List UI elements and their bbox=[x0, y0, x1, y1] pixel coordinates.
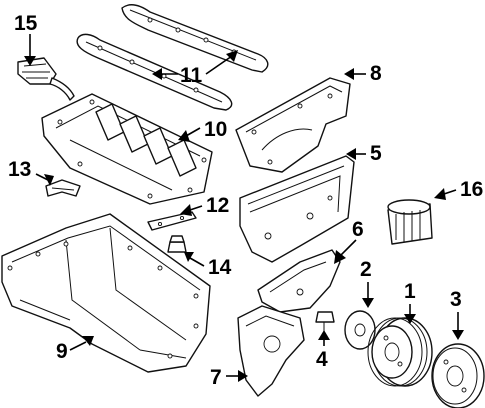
svg-text:5: 5 bbox=[370, 142, 382, 165]
svg-text:9: 9 bbox=[56, 340, 68, 363]
callout-10[interactable]: 10 bbox=[178, 118, 227, 142]
timing-cover-upper-part bbox=[235, 77, 351, 173]
callout-16[interactable]: 16 bbox=[434, 178, 483, 201]
svg-text:16: 16 bbox=[460, 178, 483, 201]
callout-13[interactable]: 13 bbox=[8, 158, 54, 186]
callout-12[interactable]: 12 bbox=[180, 194, 229, 217]
callout-6[interactable]: 6 bbox=[334, 218, 364, 264]
oil-pan-part bbox=[1, 213, 211, 373]
oil-filter-part bbox=[387, 199, 433, 245]
svg-text:6: 6 bbox=[352, 218, 364, 241]
oil-pickup-part bbox=[17, 57, 75, 101]
callout-15[interactable]: 15 bbox=[14, 12, 38, 66]
bolt-part bbox=[315, 311, 335, 332]
drain-plug-part bbox=[167, 235, 187, 253]
svg-text:7: 7 bbox=[210, 366, 222, 389]
timing-cover-lower-part bbox=[257, 249, 341, 313]
oil-pan-baffle-part bbox=[41, 93, 213, 205]
callout-8[interactable]: 8 bbox=[344, 62, 382, 85]
callout-1[interactable]: 1 bbox=[404, 280, 416, 324]
callout-3[interactable]: 3 bbox=[450, 288, 464, 340]
timing-cover-middle-part bbox=[239, 155, 355, 263]
svg-text:3: 3 bbox=[450, 288, 462, 311]
sprocket-plate-part bbox=[344, 310, 376, 350]
gasket-12-part bbox=[147, 211, 197, 231]
svg-text:13: 13 bbox=[8, 158, 31, 181]
valve-cover-gasket-part bbox=[76, 4, 269, 111]
callout-9[interactable]: 9 bbox=[56, 336, 94, 363]
callout-14[interactable]: 14 bbox=[184, 252, 232, 279]
svg-text:10: 10 bbox=[204, 118, 227, 141]
svg-text:4: 4 bbox=[316, 348, 328, 371]
svg-text:14: 14 bbox=[208, 256, 232, 279]
svg-text:15: 15 bbox=[14, 12, 38, 35]
svg-text:8: 8 bbox=[370, 62, 382, 85]
callout-5[interactable]: 5 bbox=[346, 142, 382, 165]
callout-7[interactable]: 7 bbox=[210, 366, 248, 389]
crankshaft-pulley-part bbox=[367, 317, 433, 387]
timing-belt-cover-part bbox=[237, 305, 305, 397]
svg-text:2: 2 bbox=[360, 258, 372, 281]
bracket-13-part bbox=[45, 179, 81, 197]
svg-text:12: 12 bbox=[206, 194, 229, 217]
svg-text:1: 1 bbox=[404, 280, 416, 303]
callout-11[interactable]: 11 bbox=[152, 50, 238, 87]
callout-4[interactable]: 4 bbox=[316, 330, 330, 371]
accessory-pulley-part bbox=[431, 343, 485, 408]
callout-2[interactable]: 2 bbox=[360, 258, 374, 308]
svg-text:11: 11 bbox=[180, 64, 203, 87]
